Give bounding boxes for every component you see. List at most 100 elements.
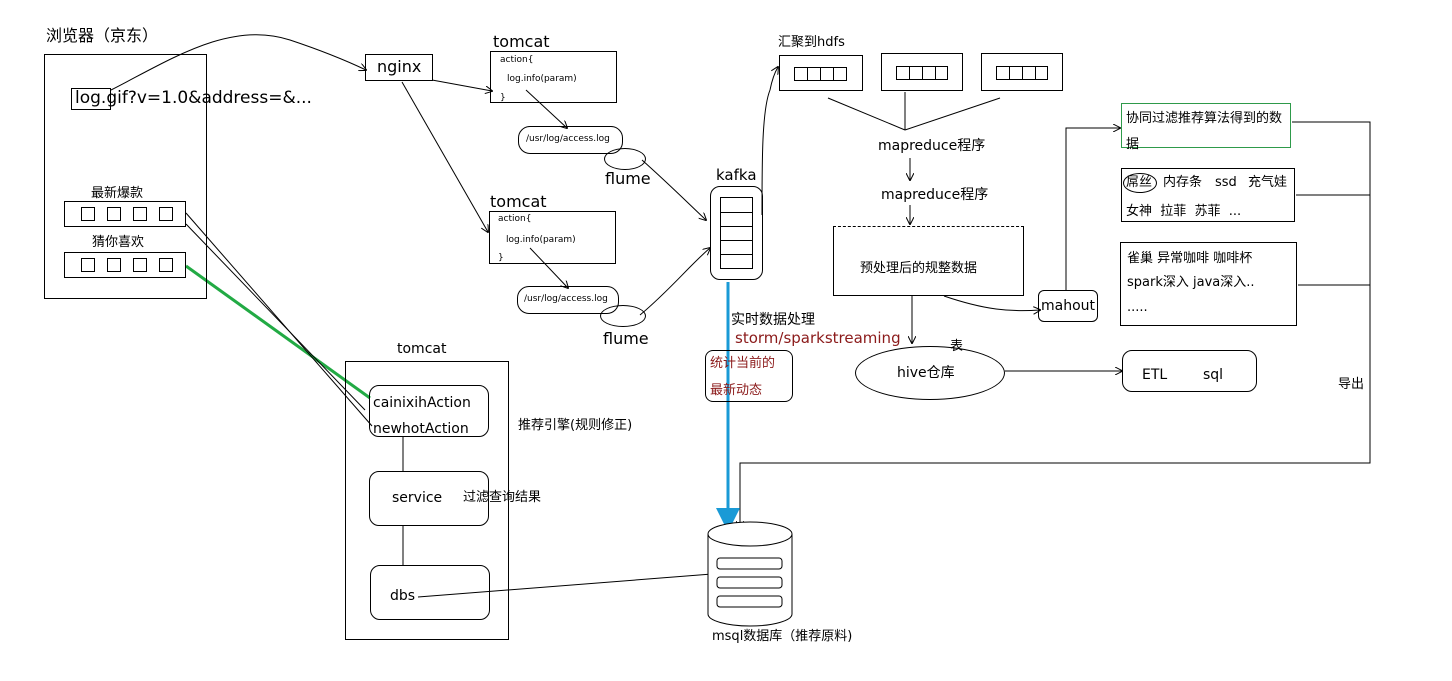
recs1-item: 充气娃 (1248, 175, 1288, 190)
recs-box-1 (1121, 168, 1295, 222)
flume-top-to-kafka (641, 159, 706, 220)
dbs-label: dbs (390, 588, 416, 604)
product-slot (107, 207, 121, 221)
log-request-text: log.gif?v=1.0&address=&... (75, 88, 312, 108)
nginx-label: nginx (377, 57, 422, 76)
kafka-queue (720, 197, 753, 269)
product-slot (107, 258, 121, 272)
access-log-mid-label: /usr/log/access.log (524, 294, 608, 304)
mahout-to-cf (1065, 128, 1120, 290)
recs1-item: ssd (1215, 175, 1237, 190)
recs1-item: 内存条 (1163, 175, 1203, 190)
mapreduce-label-1: mapreduce程序 (878, 138, 986, 154)
nginx-box (365, 54, 433, 81)
cf-box (1121, 103, 1291, 148)
actions-box (369, 385, 489, 437)
etl-label: ETL (1142, 367, 1168, 383)
export-line (740, 121, 1371, 528)
sql-label: sql (1203, 367, 1224, 383)
service-label: service (392, 490, 443, 506)
recs1-tag: 屌丝 (1126, 175, 1153, 190)
service-box (369, 471, 489, 526)
tomcat-top-box (490, 51, 617, 103)
browser-title: 浏览器（京东） (46, 26, 159, 45)
product-slot (133, 207, 147, 221)
hdfs-label: 汇聚到hdfs (778, 35, 845, 50)
tomcat-mid-title: tomcat (490, 192, 547, 211)
flume-top-ellipse (604, 148, 646, 170)
guess-products-row[interactable] (64, 252, 186, 278)
realtime-engine: storm/sparkstreaming (735, 329, 901, 347)
hive-label: hive仓库 (897, 365, 955, 381)
mapreduce-label-2: mapreduce程序 (881, 187, 989, 203)
access-log-top (518, 126, 623, 154)
code-line: action{ (498, 214, 532, 224)
access-log-mid (517, 286, 619, 314)
hive-ellipse (855, 346, 1005, 400)
mahout-box (1038, 290, 1098, 322)
product-slot (81, 207, 95, 221)
hdfs3-to-mr (904, 97, 1001, 131)
pre-to-mahout (943, 295, 1040, 311)
hot-label: 最新爆款 (91, 186, 144, 201)
nginx-to-tomcat-mid (401, 81, 488, 232)
tomcat-mid-to-log (529, 247, 568, 288)
browser-window (44, 54, 207, 299)
hot-products-row[interactable] (64, 201, 186, 227)
preprocessed-label: 预处理后的规整数据 (860, 261, 978, 276)
flume-top-label: flume (605, 169, 651, 188)
dbs-to-mysql (417, 573, 713, 598)
tomcat-bottom-title: tomcat (397, 341, 447, 357)
realtime-label: 实时数据处理 (731, 312, 815, 328)
recs2-line3: ..... (1127, 300, 1148, 315)
hdfs-node-3 (981, 53, 1063, 91)
hdfs-node-2 (881, 53, 963, 91)
tomcat-mid-box (489, 211, 616, 264)
realtime-stats-box (705, 350, 793, 402)
flume-mid-label: flume (603, 329, 649, 348)
product-slot (133, 258, 147, 272)
tomcat-top-to-log (525, 89, 567, 128)
kafka-to-hdfs (761, 67, 778, 216)
tomcat-top-title: tomcat (493, 32, 550, 51)
code-line: } (498, 253, 504, 263)
kafka-box (710, 186, 763, 280)
realtime-stat-line1: 统计当前的 (710, 356, 776, 371)
hdfs-node-1 (779, 55, 863, 91)
preprocessed-box (833, 226, 1024, 296)
kafka-label: kafka (716, 166, 757, 184)
etl-box (1122, 350, 1257, 392)
export-label: 导出 (1338, 377, 1365, 392)
access-log-top-label: /usr/log/access.log (526, 134, 610, 144)
cf-label: 协同过滤推荐算法得到的数据 (1126, 111, 1283, 152)
code-line: action{ (500, 55, 534, 65)
browser-to-nginx-line (110, 34, 366, 91)
flume-mid-to-kafka (639, 248, 710, 316)
service-note: 过滤查询结果 (463, 490, 542, 505)
code-line: log.info(param) (507, 74, 577, 84)
hot-to-newhot-line (185, 212, 373, 427)
guess-to-action-line (185, 264, 371, 400)
product-slot (159, 207, 173, 221)
product-slot (81, 258, 95, 272)
tag-ellipse (1123, 173, 1157, 193)
recs-box-2 (1120, 242, 1297, 326)
product-slot (159, 258, 173, 272)
mysql-label: msql数据库（推荐原料) (712, 629, 853, 644)
recs1-line2: 女神 拉菲 苏菲 ... (1126, 204, 1242, 219)
mahout-label: mahout (1041, 298, 1096, 314)
code-line: } (500, 93, 506, 103)
engine-note: 推荐引擎(规则修正) (518, 418, 633, 433)
newhot-action: newhotAction (373, 421, 469, 437)
recs2-line2: spark深入 java深入.. (1127, 275, 1255, 290)
hdfs1-to-mr (827, 97, 906, 131)
realtime-stat-line2: 最新动态 (710, 383, 763, 398)
log-gif-box (71, 88, 111, 110)
guess-label: 猜你喜欢 (92, 235, 145, 250)
recs2-line1: 雀巢 异常咖啡 咖啡杯 (1127, 251, 1253, 266)
flume-mid-ellipse (600, 305, 646, 327)
mysql-cylinder (707, 521, 793, 627)
nginx-to-tomcat-top (431, 79, 492, 91)
